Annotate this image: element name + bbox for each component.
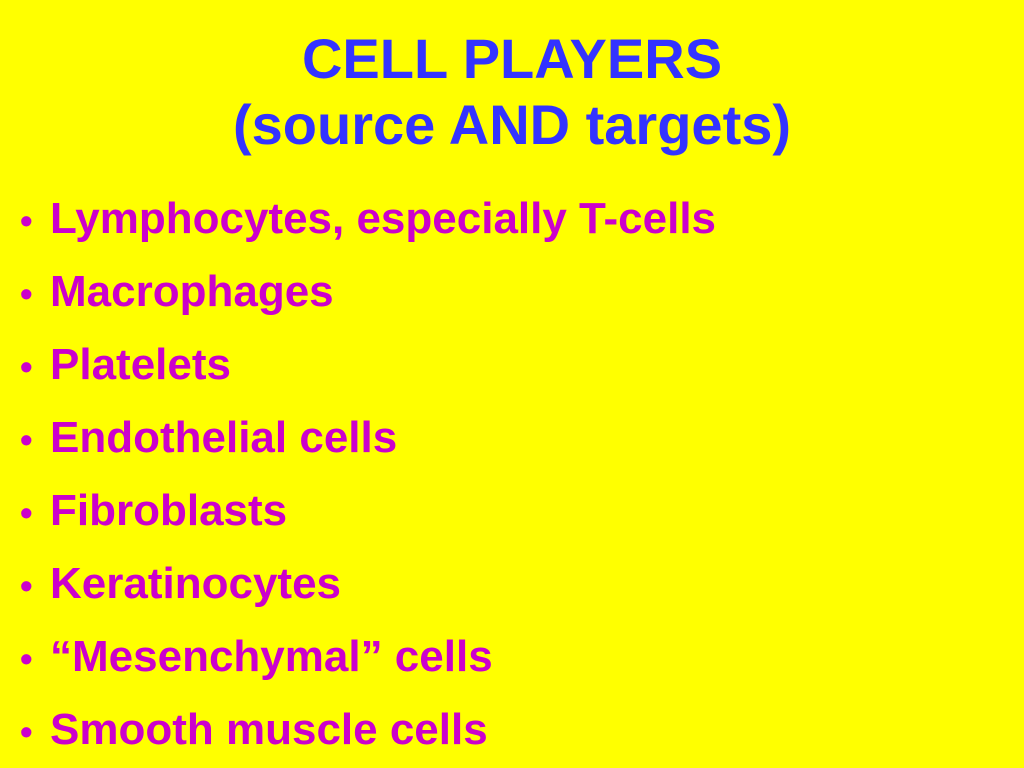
bullet-icon: •	[20, 492, 33, 533]
bullet-icon: •	[20, 638, 33, 679]
list-item-text: Endothelial cells	[50, 413, 398, 462]
list-item-text: Lymphocytes, especially T-cells	[50, 194, 717, 243]
bullet-icon: •	[20, 565, 33, 606]
list-item: • Lymphocytes, especially T-cells	[20, 182, 716, 255]
list-item-text: Smooth muscle cells	[50, 705, 488, 754]
list-item-text: Macrophages	[50, 267, 334, 316]
list-item-text: Platelets	[50, 340, 231, 389]
slide-title: CELL PLAYERS (source AND targets)	[0, 26, 1024, 158]
bullet-icon: •	[20, 273, 33, 314]
list-item: • Platelets	[20, 328, 716, 401]
bullet-icon: •	[20, 419, 33, 460]
bullet-icon: •	[20, 200, 33, 241]
list-item-text: “Mesenchymal” cells	[50, 632, 493, 681]
list-item: • Macrophages	[20, 255, 716, 328]
bullet-icon: •	[20, 346, 33, 387]
list-item-text: Fibroblasts	[50, 486, 288, 535]
title-line-2: (source AND targets)	[232, 93, 792, 156]
list-item: • Keratinocytes	[20, 547, 716, 620]
bullet-icon: •	[20, 711, 33, 752]
list-item: • Fibroblasts	[20, 474, 716, 547]
list-item: • “Mesenchymal” cells	[20, 620, 716, 693]
list-item: • Smooth muscle cells	[20, 693, 716, 766]
list-item: • Endothelial cells	[20, 401, 716, 474]
bullet-list: • Lymphocytes, especially T-cells • Macr…	[20, 182, 716, 766]
list-item-text: Keratinocytes	[50, 559, 342, 608]
title-line-1: CELL PLAYERS	[301, 27, 723, 90]
